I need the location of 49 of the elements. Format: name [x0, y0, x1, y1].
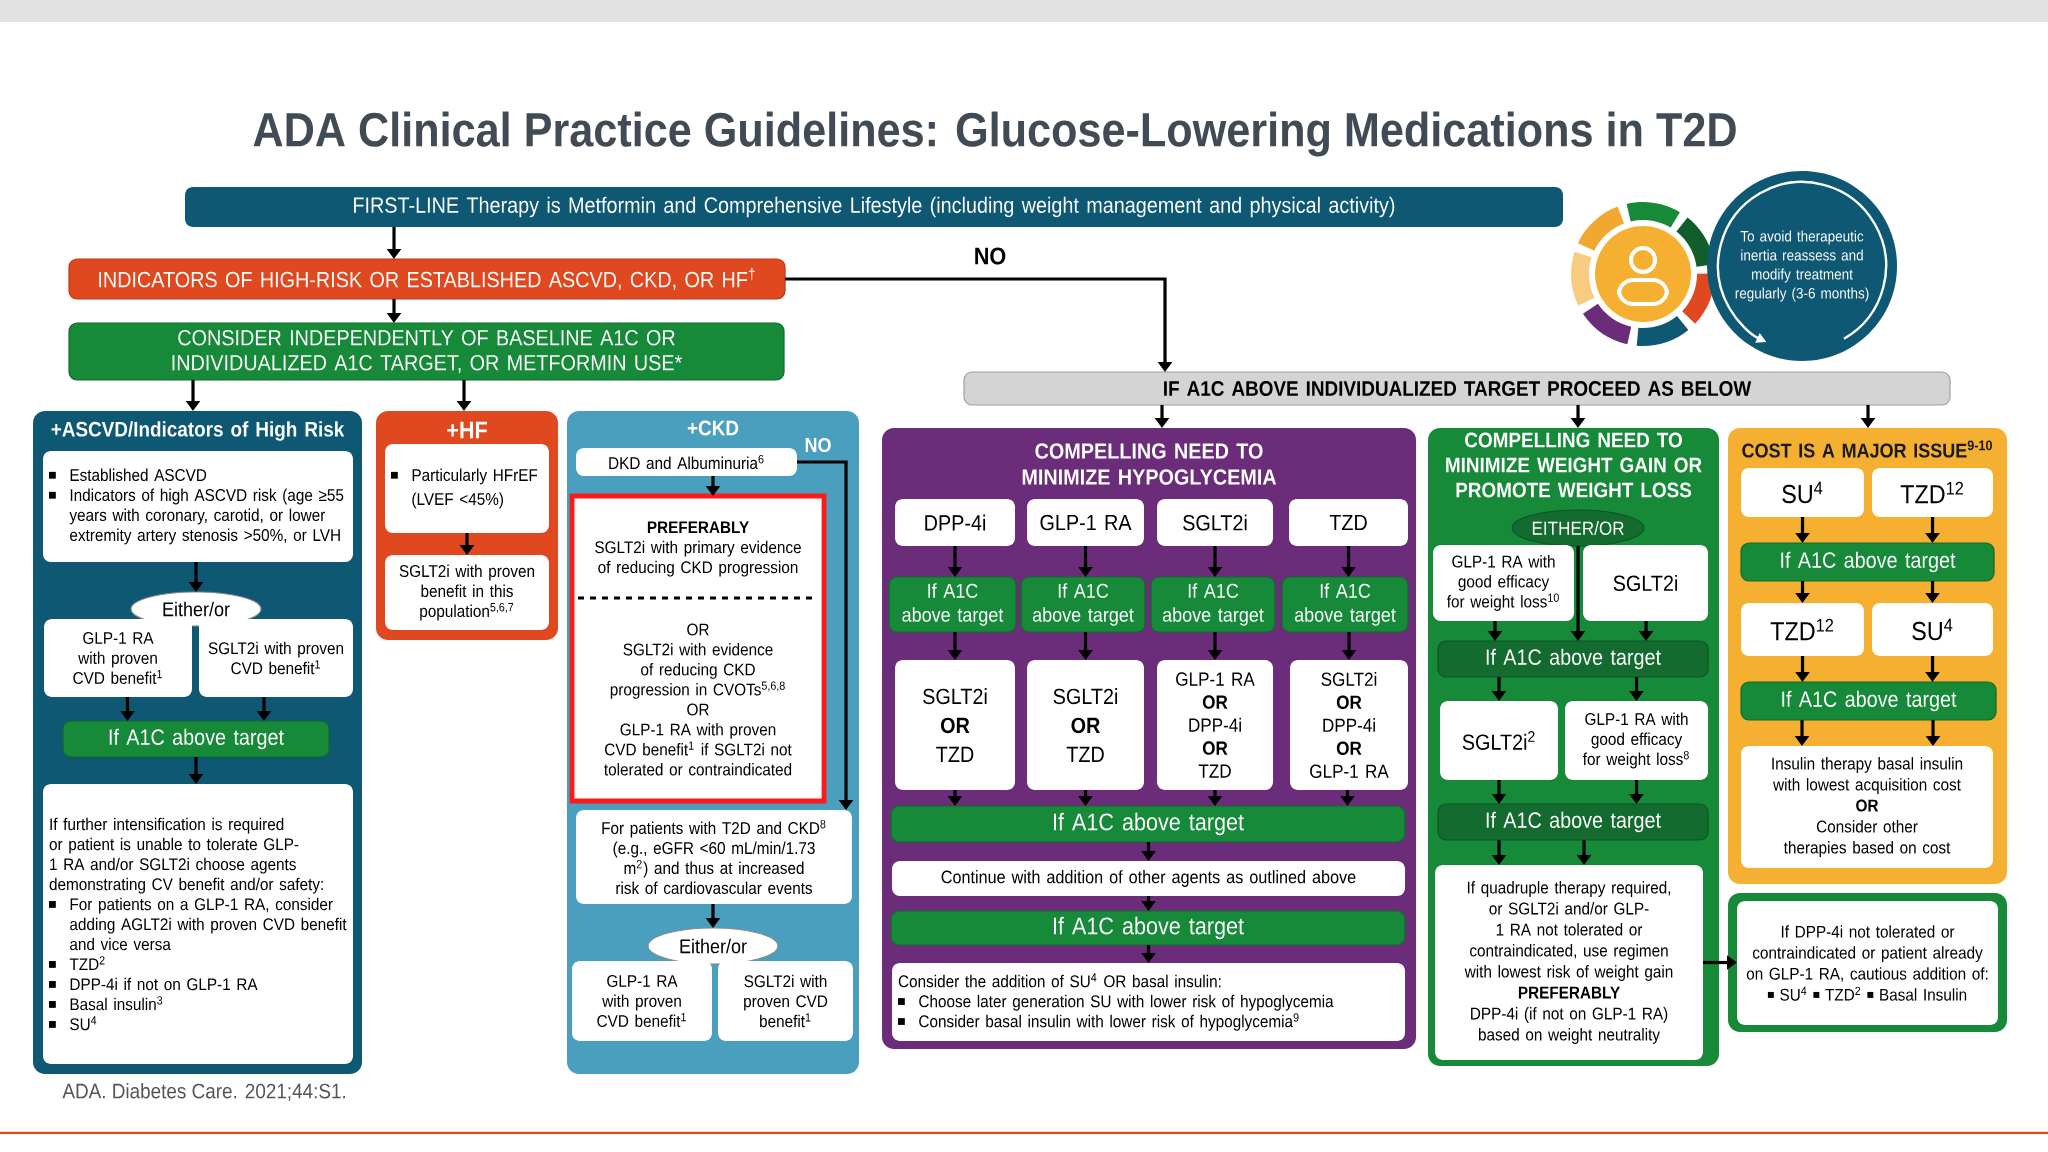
text-box: SGLT2i [1157, 499, 1273, 546]
condition-box: If A1C above target [890, 805, 1406, 843]
text-box: SGLT2i [1583, 545, 1708, 621]
text-box: DKD and Albuminuria$^{6}$ [576, 448, 797, 476]
condition-box: If A1C above target [1740, 681, 1997, 721]
option-box: SGLT2i OR TZD [1027, 660, 1144, 790]
recommendation-box: PREFERABLY SGLT2i with primary evidence of reducing CKD progression OR SGLT2i with evidence of reducing CKD progression in CVOTs$^{5,6,8}$ OR GLP-1 RA with proven CVD benefit$^{1}$ if SGLT2i not tolerated or contraindicated [569, 493, 827, 804]
condition-box: If A1C above target [1437, 640, 1709, 678]
option-box: SGLT2i OR DPP-4i OR GLP-1 RA [1290, 660, 1408, 790]
text-box: Continue with addition of other agents as outlined above [892, 861, 1405, 896]
arrow [797, 460, 854, 810]
option-box: GLP-1 RA OR DPP-4i OR TZD [1157, 660, 1273, 790]
oval-label: EITHER/OR [1511, 509, 1645, 547]
text-box: TZD$^{12}$ [1741, 603, 1865, 656]
banner: FIRST-LINE Therapy is Metformin and Comprehensive Lifestyle (including weight management and physical activity) [185, 187, 1563, 227]
text-box: Consider the addition of SU$^{4}$ OR basal insulin: Choose later generation SU with lower risk of hypoglycemia Consider basal insulin with lower risk of hypoglycemia$^{9}$ [892, 963, 1405, 1041]
text-box: If DPP-4i not tolerated or contraindicated or patient already on GLP-1 RA, cautious addition of: SU$^{4}$ TZD$^{2}$ Basal Insulin [1737, 901, 1999, 1025]
bullet-list-box: Particularly HFrEF (LVEF <45%) [385, 444, 549, 533]
citation: ADA. Diabetes Care. 2021;44:S1. [62, 1083, 345, 1101]
text-box: SU$^{4}$ [1872, 603, 1994, 656]
title: ADA Clinical Practice Guidelines: Glucose-Lowering Medications in T2D [253, 111, 1736, 157]
banner: IF A1C ABOVE INDIVIDUALIZED TARGET PROCEED AS BELOW [963, 371, 1951, 406]
banner: INDICATORS OF HIGH-RISK OR ESTABLISHED ASCVD, CKD, OR HF$^{†}$ [68, 258, 786, 300]
banner: CONSIDER INDEPENDENTLY OF BASELINE A1C OR INDIVIDUALIZED A1C TARGET, OR METFORMIN USE* [68, 322, 785, 381]
text-box: SU$^{4}$ [1741, 468, 1865, 517]
text-box: If quadruple therapy required, or SGLT2i and/or GLP-1 RA not tolerated or contraindicated, use regimen with lowest risk of weight gain PREFERABLY DPP-4i (if not on GLP-1 RA) based on weight neutrality [1435, 865, 1703, 1060]
condition-box: If A1C above target [1437, 803, 1709, 841]
option-box: SGLT2i OR TZD [895, 660, 1015, 790]
text-box: GLP-1 RA [1027, 499, 1144, 546]
text-box: GLP-1 RA with good efficacy for weight loss$^{8}$ [1565, 701, 1708, 780]
text-box: If further intensification is required or patient is unable to tolerate GLP-1 RA and/or SGLT2i choose agents demonstrating CV benefit and/or safety: For patients on a GLP-1 RA, consider adding AGLT2i with proven CVD benefit and vice versa TZD$^{2}$ DPP-4i if not on GLP-1 RA Basal insulin$^{3}$ SU$^{4}$ [43, 784, 353, 1064]
text-box: Insulin therapy basal insulin with lowest acquisition cost OR Consider other therapies based on cost [1741, 746, 1994, 868]
text-box: TZD [1289, 499, 1408, 546]
text-box: SGLT2i$^{2}$ [1440, 701, 1559, 780]
condition-box: If A1C above target [888, 576, 1017, 633]
text-box: GLP-1 RA with good efficacy for weight loss$^{10}$ [1433, 545, 1574, 621]
condition-box: If A1C above target [1020, 576, 1146, 633]
text-box: DPP-4i [895, 499, 1015, 546]
edge-label: NO [971, 245, 1009, 267]
condition-box: If A1C above target [1281, 576, 1409, 633]
bullet-list-box: Established ASCVD Indicators of high ASCVD risk (age ≥55 years with coronary, carotid, or lower extremity artery stenosis >50%, or LVH [43, 451, 353, 562]
condition-box: If A1C above target [1150, 576, 1276, 633]
text-box: TZD$^{12}$ [1872, 468, 1994, 517]
text-box: SGLT2i with proven benefit in this population$^{5,6,7}$ [385, 555, 549, 630]
arrow [785, 277, 1173, 372]
text-box: For patients with T2D and CKD$^{8}$ (e.g., eGFR <60 mL/min/1.73 m$^{2}$) and thus at increased risk of cardiovascular events [576, 810, 852, 904]
condition-box: If A1C above target [890, 910, 1406, 946]
condition-box: If A1C above target [62, 720, 330, 758]
condition-box: If A1C above target [1740, 542, 1995, 582]
